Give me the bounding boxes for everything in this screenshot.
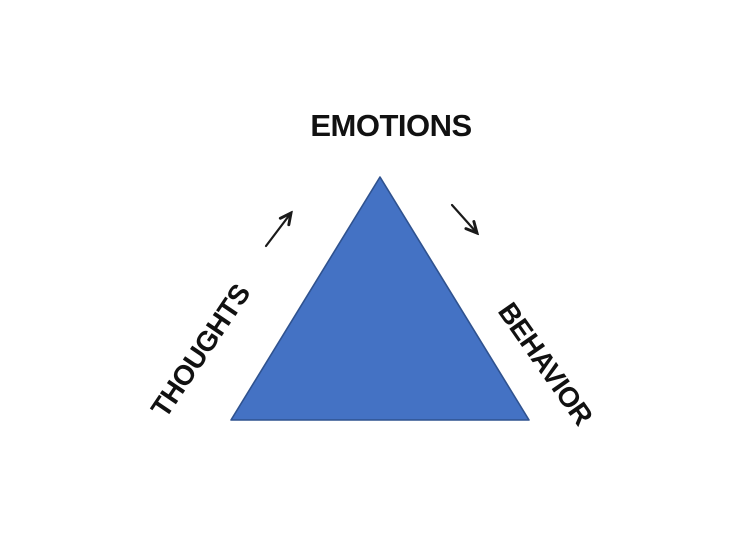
arrow-down-right-icon xyxy=(450,203,477,233)
arrow-up-right-icon xyxy=(264,213,291,248)
emotions-label: EMOTIONS xyxy=(310,108,472,143)
triangle-shape xyxy=(230,176,530,421)
